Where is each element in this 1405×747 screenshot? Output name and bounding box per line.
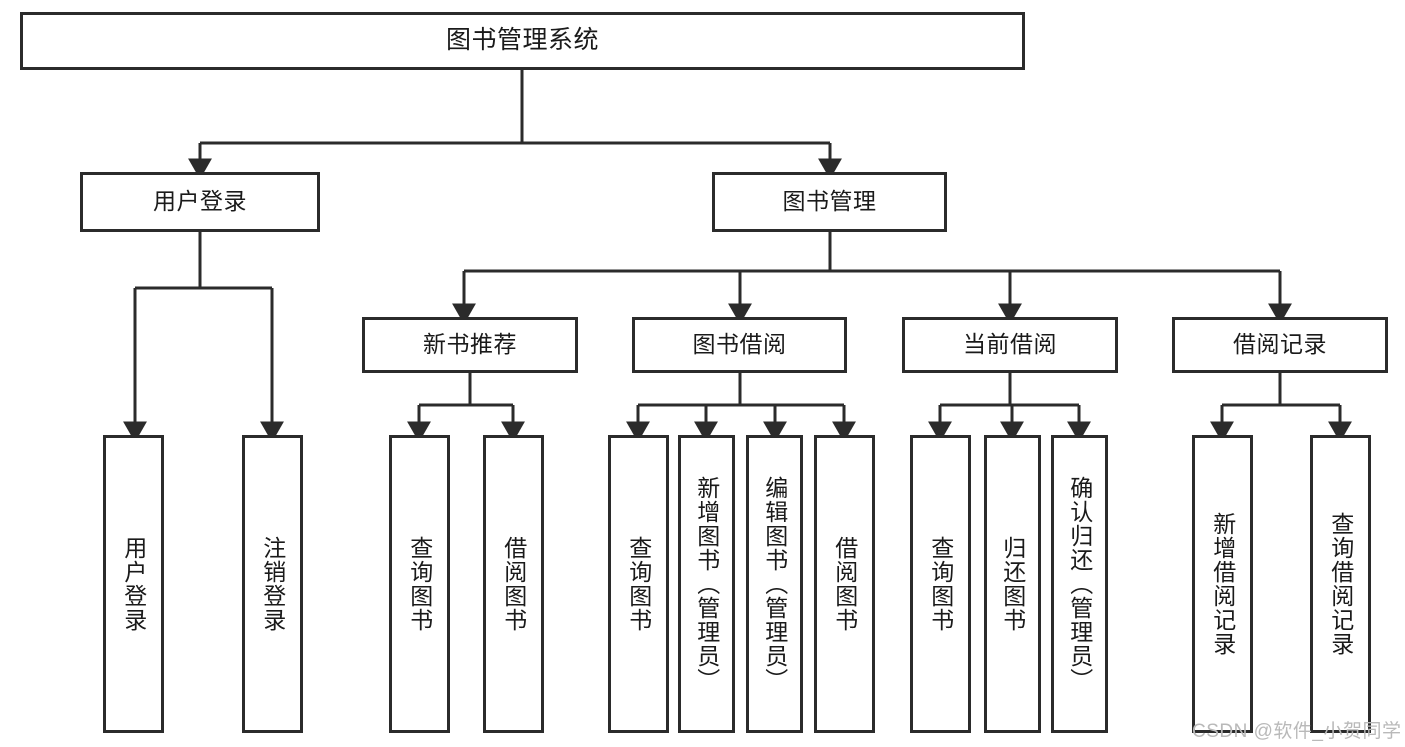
node-current-borrow[interactable]: 当前借阅: [902, 317, 1118, 373]
node-borrow-record[interactable]: 借阅记录: [1172, 317, 1388, 373]
node-leaf-query-book-3[interactable]: 查询图书: [910, 435, 971, 733]
node-user-login-label: 用户登录: [153, 188, 247, 215]
node-leaf-query-record[interactable]: 查询借阅记录: [1310, 435, 1371, 733]
node-leaf-add-book[interactable]: 新增图书（管理员）: [678, 435, 735, 733]
node-root-label: 图书管理系统: [445, 26, 599, 55]
node-leaf-user-logout[interactable]: 注销登录: [242, 435, 303, 733]
node-leaf-user-login-label: 用户登录: [120, 536, 147, 632]
node-new-book-recommend[interactable]: 新书推荐: [362, 317, 578, 373]
watermark-text: CSDN @软件_小贺同学: [1192, 721, 1402, 742]
node-leaf-add-book-label: 新增图书（管理员）: [693, 476, 720, 692]
node-leaf-edit-book-label: 编辑图书（管理员）: [761, 476, 788, 692]
node-leaf-add-record[interactable]: 新增借阅记录: [1192, 435, 1253, 733]
node-leaf-query-book-1-label: 查询图书: [406, 536, 433, 632]
node-leaf-query-record-label: 查询借阅记录: [1327, 512, 1354, 656]
node-current-borrow-label: 当前借阅: [963, 331, 1057, 358]
node-leaf-add-record-label: 新增借阅记录: [1209, 512, 1236, 656]
node-leaf-query-book-1[interactable]: 查询图书: [389, 435, 450, 733]
node-leaf-user-logout-label: 注销登录: [259, 536, 286, 632]
node-leaf-return-book-label: 归还图书: [999, 536, 1026, 632]
node-user-login[interactable]: 用户登录: [80, 172, 320, 232]
node-leaf-return-book[interactable]: 归还图书: [984, 435, 1041, 733]
node-leaf-confirm-return[interactable]: 确认归还（管理员）: [1051, 435, 1108, 733]
node-borrow-record-label: 借阅记录: [1233, 331, 1327, 358]
node-book-manage[interactable]: 图书管理: [712, 172, 947, 232]
node-new-book-recommend-label: 新书推荐: [423, 331, 517, 358]
node-book-borrow[interactable]: 图书借阅: [632, 317, 847, 373]
node-leaf-confirm-return-label: 确认归还（管理员）: [1066, 476, 1093, 692]
node-leaf-user-login[interactable]: 用户登录: [103, 435, 164, 733]
node-leaf-borrow-book-1-label: 借阅图书: [500, 536, 527, 632]
node-leaf-query-book-2[interactable]: 查询图书: [608, 435, 669, 733]
node-leaf-query-book-3-label: 查询图书: [927, 536, 954, 632]
node-leaf-edit-book[interactable]: 编辑图书（管理员）: [746, 435, 803, 733]
node-book-borrow-label: 图书借阅: [692, 331, 787, 358]
node-leaf-borrow-book-2-label: 借阅图书: [831, 536, 858, 632]
node-leaf-borrow-book-2[interactable]: 借阅图书: [814, 435, 875, 733]
node-leaf-borrow-book-1[interactable]: 借阅图书: [483, 435, 544, 733]
node-root[interactable]: 图书管理系统: [20, 12, 1025, 70]
node-book-manage-label: 图书管理: [782, 188, 877, 215]
node-leaf-query-book-2-label: 查询图书: [625, 536, 652, 632]
